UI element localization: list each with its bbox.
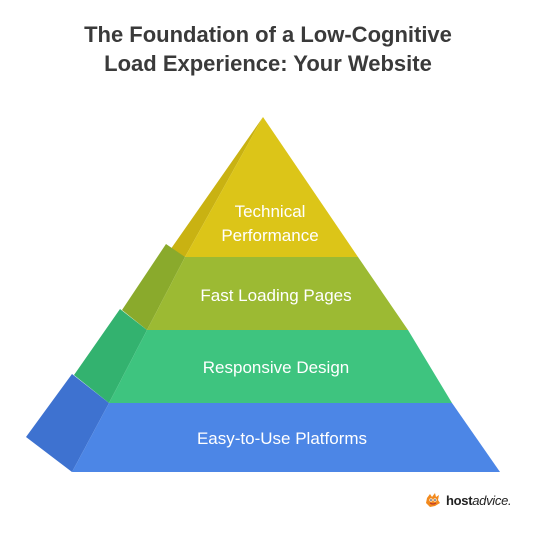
tier-responsive-design: Responsive Design [74,309,452,403]
title-line-1: The Foundation of a Low-Cognitive [84,22,452,47]
diagram-title: The Foundation of a Low-Cognitive Load E… [0,20,536,78]
tier-technical-performance: Technical Performance [168,117,358,257]
tier-2-label: Fast Loading Pages [200,286,351,305]
tier-4-side-face [26,374,109,472]
tier-1-front-face [185,117,358,257]
tier-4-front-face [72,403,500,472]
hostadvice-logo: hostadvice. [424,490,512,510]
tier-fast-loading-pages: Fast Loading Pages [122,244,408,330]
tier-2-front-face [147,257,408,330]
tier-1-label-line-1: Technical [235,202,306,221]
tier-3-side-face [74,309,147,403]
hostadvice-wordmark: hostadvice. [446,492,512,508]
hostadvice-mascot-icon [426,493,440,507]
tier-3-label: Responsive Design [203,358,349,377]
tier-easy-to-use-platforms: Easy-to-Use Platforms [26,374,500,472]
tier-1-label-line-2: Performance [221,226,318,245]
title-line-2: Load Experience: Your Website [104,51,432,76]
tier-2-side-face [122,244,185,330]
tier-3-front-face [109,330,452,403]
tier-4-label: Easy-to-Use Platforms [197,429,367,448]
tier-1-side-face [168,117,263,257]
